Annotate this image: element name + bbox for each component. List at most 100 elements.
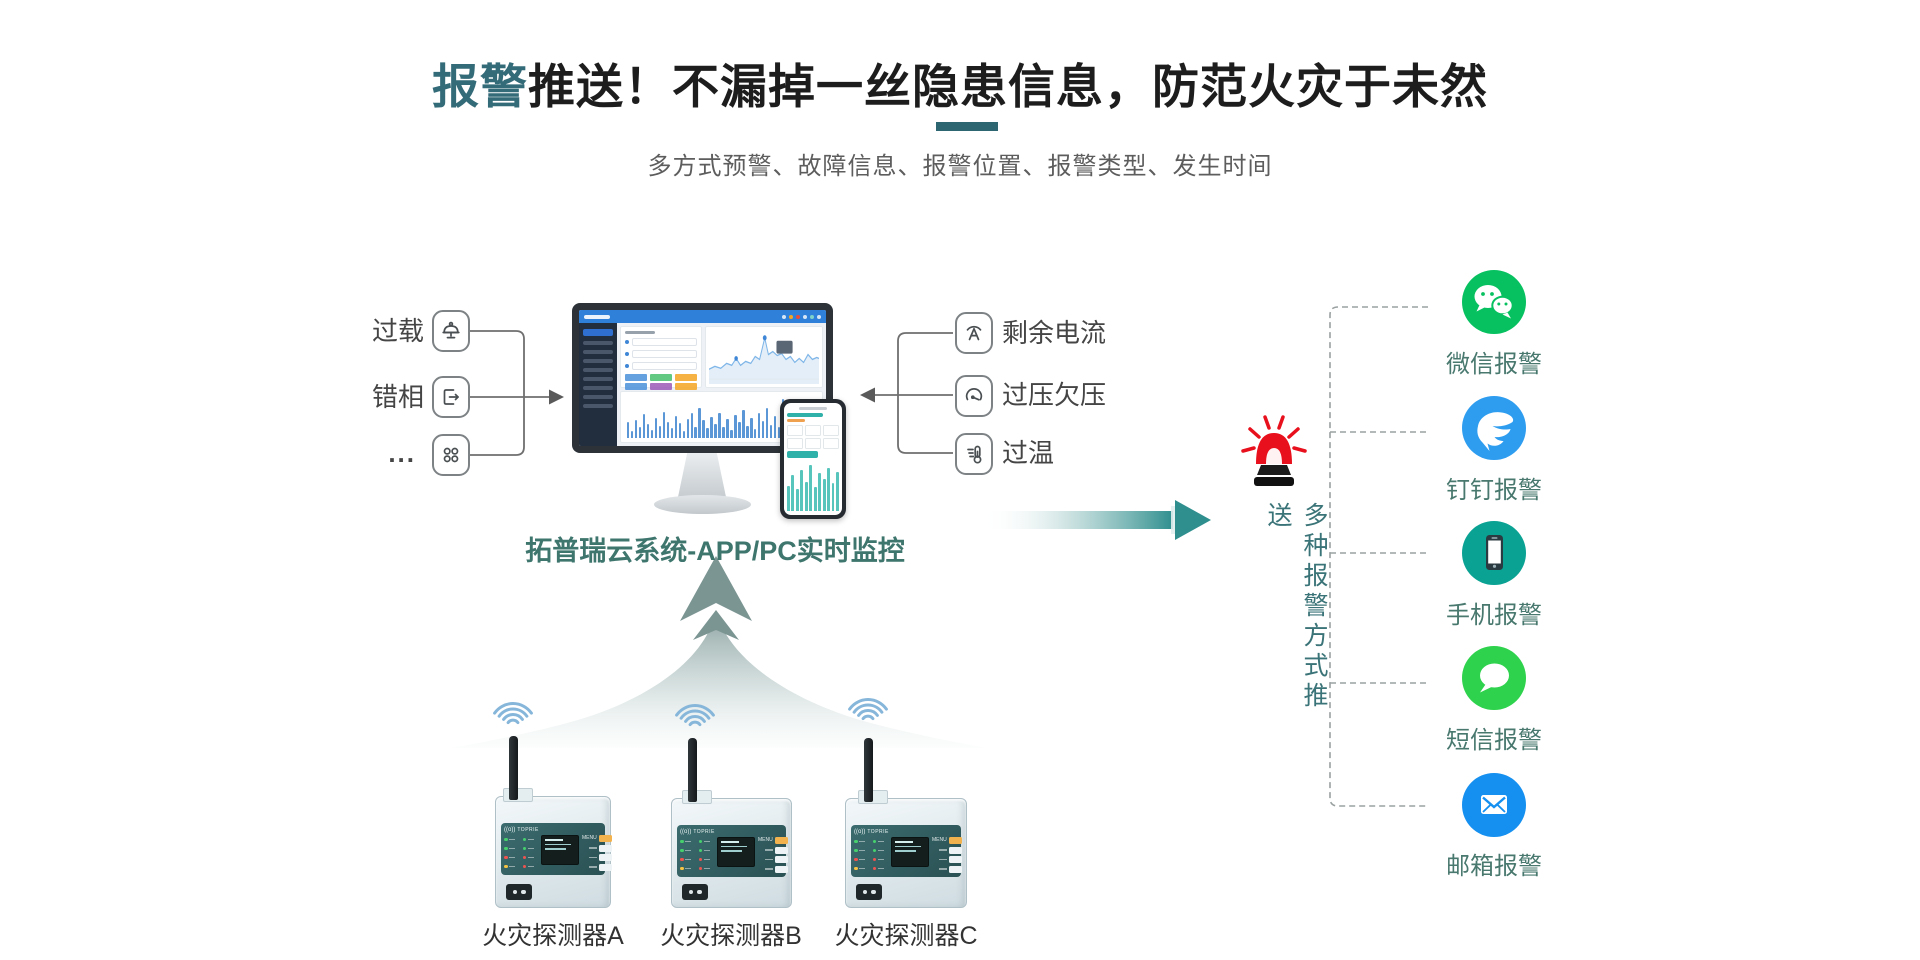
mini-bar	[761, 420, 765, 438]
mini-bar	[714, 424, 717, 438]
device-screen	[891, 837, 929, 867]
mini-bar	[650, 429, 654, 438]
mini-bar	[831, 482, 835, 511]
antenna	[509, 736, 518, 800]
mini-bar	[630, 431, 634, 438]
brand-text: TOPRIE	[517, 826, 539, 833]
page-title: 报警推送！不漏掉一丝隐患信息，防范火灾于未然	[0, 48, 1920, 117]
mini-bar	[746, 425, 749, 438]
condition-label-more: ...	[388, 438, 416, 468]
led-grid	[680, 837, 714, 873]
device-brand: ((o)) TOPRIE	[504, 825, 602, 834]
mini-bar	[682, 430, 686, 438]
mini-bar	[638, 427, 642, 438]
more-modules-icon	[432, 434, 470, 476]
method-label-email: 邮箱报警	[1446, 853, 1542, 880]
device-button	[948, 846, 962, 854]
sidebar-item	[583, 386, 613, 390]
push-methods-vertical-label: 多种报警方式推送	[1264, 502, 1328, 712]
antenna-mount	[503, 788, 533, 802]
mini-bar	[822, 478, 826, 511]
device-brand: ((o)) TOPRIE	[680, 827, 783, 836]
brand-mark: ((o))	[680, 828, 692, 835]
topbar-chip	[803, 314, 807, 319]
voltage-gauge-icon	[955, 375, 993, 417]
dashboard-line-chart	[705, 326, 823, 388]
overload-icon	[432, 310, 470, 352]
brand-mark: ((o))	[504, 826, 516, 833]
mini-bar	[702, 419, 705, 438]
sidebar-item	[583, 359, 613, 363]
topbar-chip	[782, 314, 786, 319]
mini-bar	[678, 423, 682, 438]
mini-bar	[642, 414, 646, 438]
mini-bar	[795, 488, 799, 511]
condition-label-overload: 过载	[371, 316, 424, 346]
dashboard-content	[617, 323, 826, 446]
led-grid	[854, 837, 888, 873]
antenna-mount	[858, 790, 888, 804]
mini-bar	[670, 428, 674, 438]
device-screen	[541, 835, 579, 865]
siren-icon	[1241, 415, 1307, 486]
device-buttons: MENU	[582, 835, 612, 871]
thermometer-icon	[955, 433, 993, 475]
mobile-phone	[780, 399, 846, 519]
fire-detector-a: ((o)) TOPRIE MENU	[495, 736, 612, 908]
brand-text: TOPRIE	[867, 828, 889, 835]
topbar-chip	[817, 314, 821, 319]
mini-bar	[730, 429, 733, 438]
device-body: ((o)) TOPRIE MENU	[495, 796, 612, 908]
menu-button-label: MENU	[582, 835, 597, 841]
mini-bar	[742, 410, 745, 438]
mini-bar	[706, 428, 709, 438]
mini-bar	[698, 408, 701, 438]
mini-bar	[765, 407, 769, 438]
device-button	[774, 846, 788, 854]
mini-bar	[777, 427, 781, 438]
mini-bar	[757, 413, 761, 438]
menu-button-label: MENU	[932, 837, 947, 843]
mini-bar	[773, 415, 777, 438]
mini-bar	[726, 419, 729, 438]
menu-button	[598, 835, 612, 842]
mini-bar	[809, 464, 813, 511]
mini-bar	[646, 424, 650, 438]
sidebar-item	[583, 341, 613, 345]
topbar-chip	[796, 314, 800, 319]
device-button	[948, 865, 962, 873]
device-button	[598, 863, 612, 871]
led-grid	[504, 835, 538, 871]
mini-bar	[734, 415, 737, 438]
monitor	[572, 303, 833, 453]
monitor-caption: 拓普瑞云系统-APP/PC实时监控	[525, 536, 905, 566]
funnel-arrow-up-small	[693, 610, 739, 640]
mini-bar	[738, 422, 741, 438]
method-label-phone: 手机报警	[1446, 602, 1542, 629]
sidebar-item	[583, 377, 613, 381]
fire-detector-c: ((o)) TOPRIE MENU	[845, 738, 967, 908]
push-arrow	[983, 500, 1211, 540]
condition-label-residual-current: 剩余电流	[1002, 318, 1107, 348]
device-label-c: 火灾探测器C	[834, 922, 978, 950]
mini-bar	[690, 413, 693, 438]
mini-bar	[791, 474, 795, 511]
device-body: ((o)) TOPRIE MENU	[845, 798, 967, 908]
method-label-wechat: 微信报警	[1446, 351, 1542, 378]
mini-bar	[800, 469, 804, 511]
device-buttons: MENU	[758, 837, 788, 873]
condition-label-over-under-voltage: 过压欠压	[1002, 380, 1107, 410]
topbar-chip	[810, 314, 814, 319]
device-label-a: 火灾探测器A	[482, 922, 624, 950]
mini-bar	[835, 471, 839, 511]
dashboard-topbar	[579, 310, 826, 323]
device-button	[774, 856, 788, 863]
mini-bar	[658, 425, 662, 438]
device-button	[774, 865, 788, 873]
title-accent: 报警	[432, 60, 528, 113]
left-bracket	[470, 330, 549, 456]
sms-icon	[1462, 646, 1526, 710]
mini-bar	[662, 411, 666, 438]
menu-button-label: MENU	[758, 837, 773, 843]
